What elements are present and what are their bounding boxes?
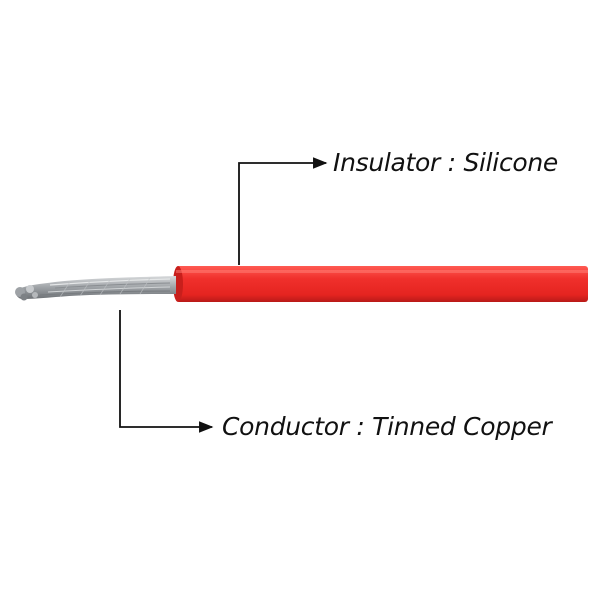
conductor-strands: [15, 276, 177, 301]
insulator-leader: [238, 157, 328, 265]
conductor-leader: [119, 310, 214, 433]
conductor-label: Conductor : Tinned Copper: [222, 412, 552, 441]
insulation-jacket: [173, 266, 588, 302]
insulator-label: Insulator : Silicone: [333, 148, 559, 177]
